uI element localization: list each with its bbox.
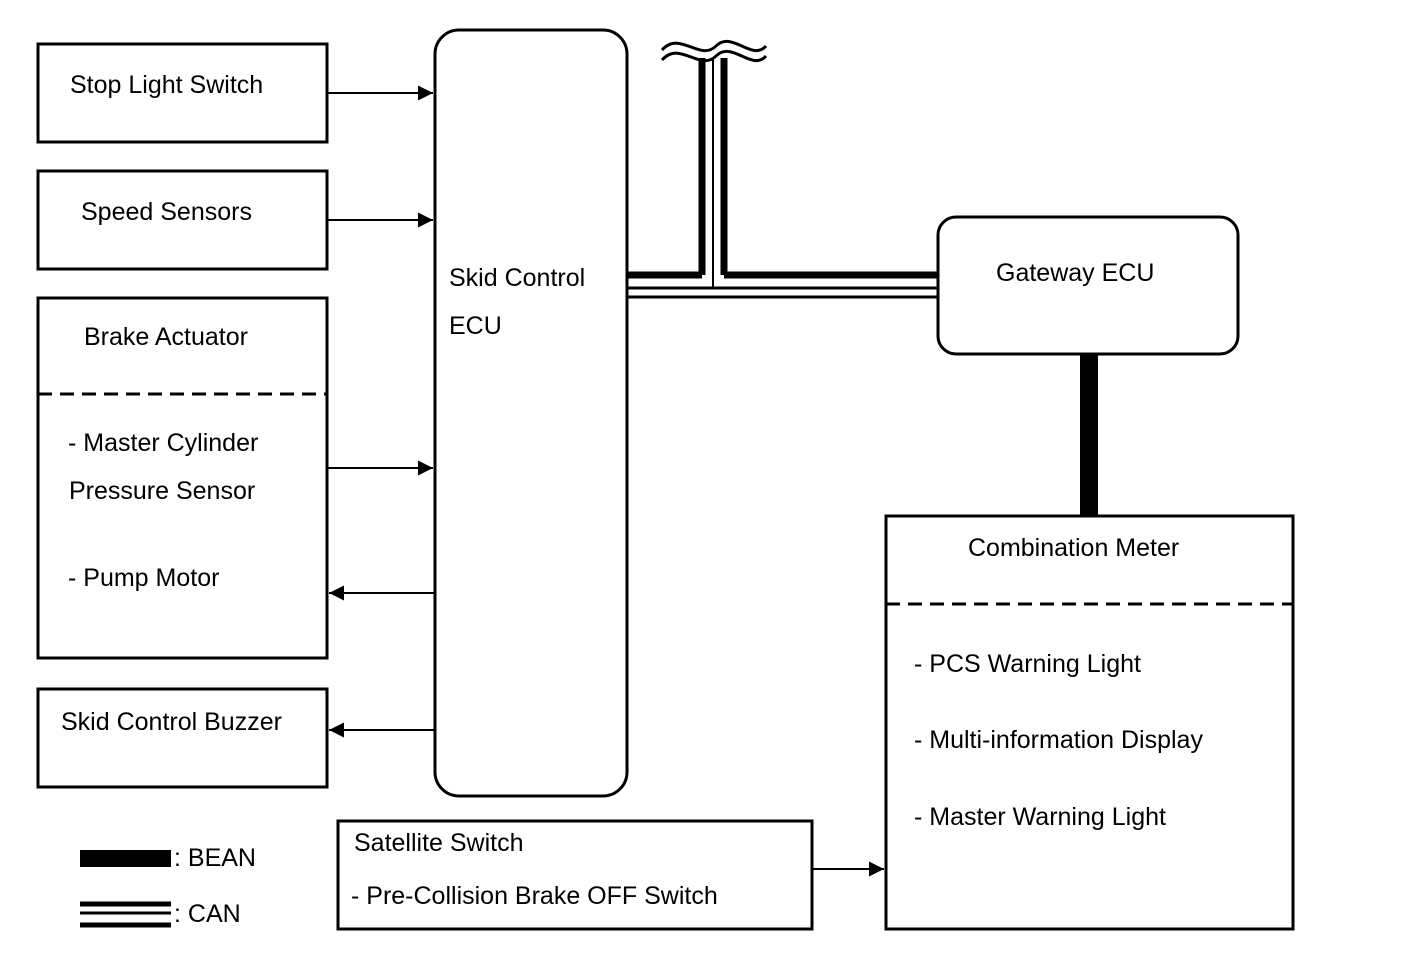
legend-bean-swatch bbox=[80, 850, 171, 867]
satellite-switch-block: Satellite Switch - Pre-Collision Brake O… bbox=[336, 819, 814, 931]
skid-control-ecu-label-line1: Skid Control bbox=[449, 264, 585, 292]
can-bus-branch-up bbox=[698, 58, 728, 288]
combination-meter-item-multi-information-display: - Multi-information Display bbox=[914, 726, 1203, 754]
legend-can-label: : CAN bbox=[174, 900, 241, 928]
gateway-ecu-block: Gateway ECU bbox=[936, 215, 1240, 356]
gateway-ecu-label: Gateway ECU bbox=[996, 259, 1154, 287]
skid-control-ecu-block: Skid Control ECU bbox=[433, 28, 629, 798]
wire-break-symbol bbox=[660, 39, 770, 63]
legend-bean-label: : BEAN bbox=[174, 844, 256, 872]
combination-meter-block: Combination Meter - PCS Warning Light - … bbox=[884, 514, 1295, 931]
legend-can-swatch bbox=[80, 901, 171, 928]
satellite-switch-title: Satellite Switch bbox=[354, 829, 524, 857]
satellite-switch-item-pre-collision-brake-off: - Pre-Collision Brake OFF Switch bbox=[351, 882, 718, 910]
skid-control-buzzer-label: Skid Control Buzzer bbox=[61, 708, 282, 736]
bean-bus-gateway-to-meter bbox=[1080, 354, 1098, 516]
brake-actuator-item-pump-motor: - Pump Motor bbox=[68, 564, 219, 592]
can-bus-ecu-to-gateway bbox=[627, 271, 938, 299]
skid-control-ecu-label-line2: ECU bbox=[449, 312, 502, 340]
speed-sensors-label: Speed Sensors bbox=[81, 198, 252, 226]
speed-sensors-block: Speed Sensors bbox=[36, 169, 329, 271]
brake-actuator-title: Brake Actuator bbox=[84, 323, 248, 351]
brake-actuator-item-master-cylinder: - Master Cylinder bbox=[68, 429, 258, 457]
combination-meter-item-pcs-warning-light: - PCS Warning Light bbox=[914, 650, 1141, 678]
stop-light-switch-block: Stop Light Switch bbox=[36, 42, 329, 144]
stop-light-switch-label: Stop Light Switch bbox=[70, 71, 263, 99]
skid-control-buzzer-block: Skid Control Buzzer bbox=[36, 687, 329, 789]
legend: : BEAN : CAN bbox=[80, 844, 256, 928]
brake-actuator-item-pressure-sensor: Pressure Sensor bbox=[69, 477, 255, 505]
brake-actuator-block: Brake Actuator - Master Cylinder Pressur… bbox=[36, 296, 329, 660]
combination-meter-item-master-warning-light: - Master Warning Light bbox=[914, 803, 1166, 831]
combination-meter-title: Combination Meter bbox=[968, 534, 1179, 562]
